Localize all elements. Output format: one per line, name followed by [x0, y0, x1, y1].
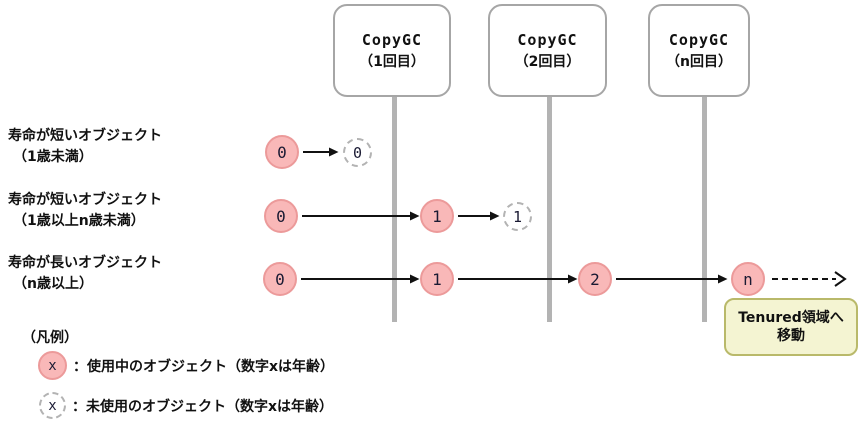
legend-item-unused: x ：未使用のオブジェクト（数字xは年齢） — [39, 392, 333, 419]
object-node-unused: 1 — [503, 202, 532, 231]
object-node-in-use: 1 — [420, 199, 454, 233]
gc-box-3: CopyGC （n回目） — [648, 4, 750, 97]
tenured-note-line1: Tenured領域へ — [738, 310, 844, 326]
legend-item-label: ：未使用のオブジェクト（数字xは年齢） — [72, 398, 334, 415]
row-label-line2: （1歳以上n歳未満） — [13, 213, 145, 229]
gc-box-subtitle: （1回目） — [359, 53, 425, 70]
object-node-unused: 0 — [343, 138, 372, 167]
object-age: 0 — [277, 142, 287, 162]
row-label-line2: （1歳未満） — [13, 149, 93, 165]
tenured-note-line2: 移動 — [777, 328, 805, 344]
legend-item-label: ：使用中のオブジェクト（数字xは年齢） — [73, 358, 335, 375]
object-age: 0 — [276, 206, 286, 226]
tenured-move-note: Tenured領域へ 移動 — [724, 298, 858, 356]
row-label-long-lived-n-plus: 寿命が長いオブジェクト （n歳以上） — [8, 253, 162, 295]
gc-box-1: CopyGC （1回目） — [333, 4, 451, 97]
object-node-in-use: n — [731, 262, 765, 296]
object-age: 1 — [432, 206, 442, 226]
gc-box-subtitle: （2回目） — [514, 53, 581, 70]
legend-symbol-in-use-circle: x — [38, 351, 67, 380]
legend-symbol-char: x — [48, 357, 57, 374]
gc-timeline-lines — [392, 95, 707, 322]
object-age: 0 — [275, 269, 285, 289]
legend-symbol-char: x — [48, 397, 57, 414]
row-label-line1: 寿命が長いオブジェクト — [8, 255, 162, 271]
object-age: 2 — [590, 269, 600, 289]
row-label-line2: （n歳以上） — [13, 276, 93, 292]
legend-item-in-use: x ：使用中のオブジェクト（数字xは年齢） — [38, 351, 334, 380]
row-label-short-lived-1-to-n: 寿命が短いオブジェクト （1歳以上n歳未満） — [8, 190, 162, 232]
object-node-in-use: 0 — [263, 262, 297, 296]
row-label-line1: 寿命が短いオブジェクト — [8, 192, 162, 208]
legend-title: （凡例） — [22, 330, 78, 346]
object-node-in-use: 0 — [264, 199, 298, 233]
row-label-line1: 寿命が短いオブジェクト — [8, 128, 162, 144]
object-node-in-use: 1 — [420, 262, 454, 296]
object-age: 0 — [352, 143, 363, 162]
object-age: 1 — [512, 207, 523, 226]
gc-box-subtitle: （n回目） — [666, 53, 732, 70]
object-node-in-use: 0 — [265, 135, 299, 169]
object-age: n — [743, 269, 753, 289]
gc-box-title: CopyGC — [361, 30, 423, 49]
object-age: 1 — [432, 269, 442, 289]
dashed-arrow — [772, 271, 847, 287]
legend-symbol-unused-circle: x — [39, 392, 66, 419]
row-label-short-lived-under-1: 寿命が短いオブジェクト （1歳未満） — [8, 126, 162, 168]
object-node-in-use: 2 — [578, 262, 612, 296]
gc-box-title: CopyGC — [668, 30, 730, 49]
gc-box-title: CopyGC — [517, 30, 578, 49]
gc-box-2: CopyGC （2回目） — [488, 4, 607, 97]
